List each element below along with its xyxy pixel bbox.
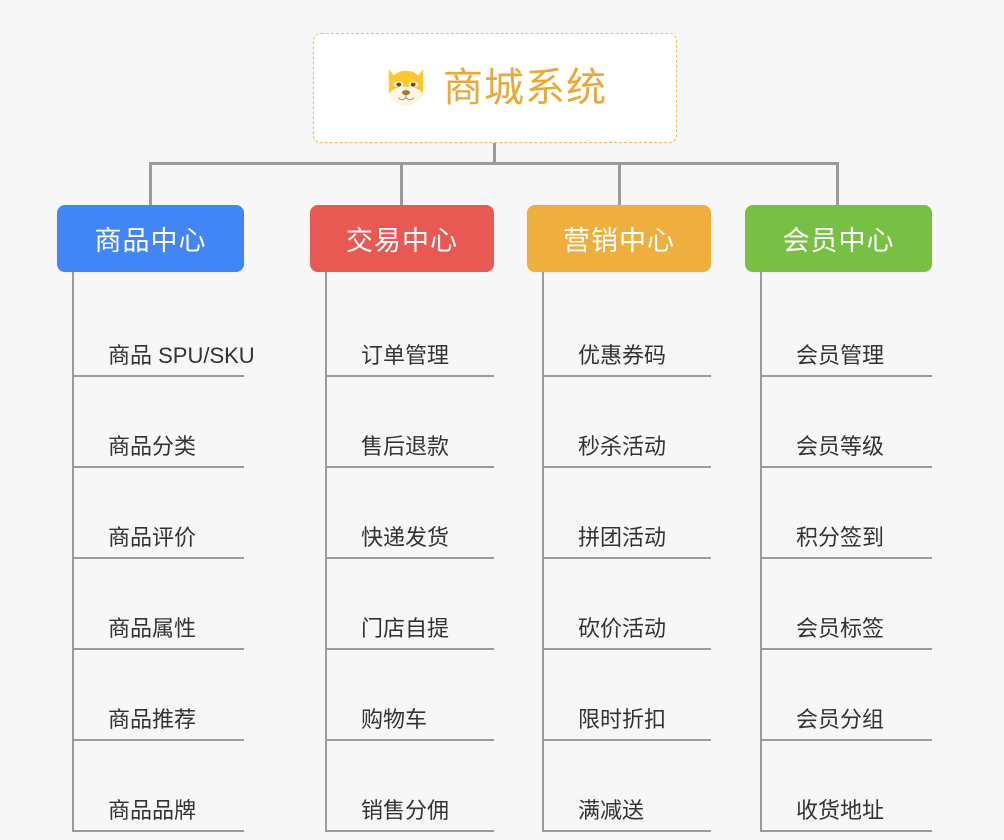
root-title: 商城系统 [443, 66, 607, 110]
list-item[interactable]: 会员分组 [762, 650, 932, 741]
leaf-label: 售后退款 [361, 434, 450, 459]
list-item[interactable]: 限时折扣 [544, 650, 711, 741]
leaf-label: 秒杀活动 [578, 434, 667, 459]
list-item[interactable]: 优惠券码 [544, 286, 711, 377]
list-item[interactable]: 会员标签 [762, 559, 932, 650]
leaf-label: 商品分类 [108, 434, 197, 459]
leaf-label: 商品品牌 [108, 798, 197, 823]
list-item[interactable]: 拼团活动 [544, 468, 711, 559]
horizontal-bus-connector [149, 162, 839, 165]
leaf-label: 商品评价 [108, 525, 197, 550]
leaf-label: 积分签到 [796, 525, 885, 550]
root-trunk-connector [493, 143, 496, 165]
leaf-label: 拼团活动 [578, 525, 667, 550]
leaf-label: 快递发货 [361, 525, 450, 550]
branch-header-product[interactable]: 商品中心 [57, 205, 244, 272]
drop-connector-1 [149, 162, 152, 206]
leaf-label: 商品属性 [108, 616, 197, 641]
leaf-label: 销售分佣 [361, 798, 450, 823]
drop-connector-2 [400, 162, 403, 206]
list-item[interactable]: 商品属性 [74, 559, 244, 650]
leaf-label: 商品 SPU/SKU [108, 343, 255, 368]
leaf-list-trade: 订单管理 售后退款 快递发货 门店自提 购物车 销售分佣 [325, 272, 494, 832]
list-item[interactable]: 商品 SPU/SKU [74, 286, 255, 377]
branch-header-trade[interactable]: 交易中心 [310, 205, 494, 272]
leaf-label: 订单管理 [361, 343, 450, 368]
list-item[interactable]: 销售分佣 [327, 741, 494, 832]
list-item[interactable]: 会员管理 [762, 286, 932, 377]
branch-column-product: 商品中心 商品 SPU/SKU 商品分类 商品评价 商品属性 商品推荐 商品品牌 [57, 205, 255, 832]
branch-header-marketing[interactable]: 营销中心 [527, 205, 711, 272]
leaf-label: 会员等级 [796, 434, 885, 459]
branch-header-label: 交易中心 [346, 226, 458, 256]
list-item[interactable]: 商品评价 [74, 468, 244, 559]
leaf-label: 会员管理 [796, 343, 885, 368]
list-item[interactable]: 砍价活动 [544, 559, 711, 650]
leaf-label: 门店自提 [361, 616, 450, 641]
leaf-label: 会员标签 [796, 616, 885, 641]
list-item[interactable]: 订单管理 [327, 286, 494, 377]
list-item[interactable]: 满减送 [544, 741, 711, 832]
drop-connector-3 [618, 162, 621, 206]
list-item[interactable]: 积分签到 [762, 468, 932, 559]
branch-column-trade: 交易中心 订单管理 售后退款 快递发货 门店自提 购物车 销售分佣 [310, 205, 494, 832]
list-item[interactable]: 秒杀活动 [544, 377, 711, 468]
leaf-label: 限时折扣 [578, 707, 667, 732]
leaf-label: 满减送 [578, 798, 645, 823]
leaf-list-marketing: 优惠券码 秒杀活动 拼团活动 砍价活动 限时折扣 满减送 [542, 272, 711, 832]
leaf-label: 收货地址 [796, 798, 885, 823]
leaf-label: 购物车 [361, 707, 428, 732]
list-item[interactable]: 快递发货 [327, 468, 494, 559]
list-item[interactable]: 收货地址 [762, 741, 932, 832]
leaf-label: 会员分组 [796, 707, 885, 732]
list-item[interactable]: 会员等级 [762, 377, 932, 468]
list-item[interactable]: 商品推荐 [74, 650, 244, 741]
leaf-label: 砍价活动 [578, 616, 667, 641]
list-item[interactable]: 商品分类 [74, 377, 244, 468]
list-item[interactable]: 售后退款 [327, 377, 494, 468]
branch-header-member[interactable]: 会员中心 [745, 205, 932, 272]
branch-header-label: 商品中心 [94, 226, 207, 256]
branch-header-label: 会员中心 [782, 226, 895, 256]
list-item[interactable]: 购物车 [327, 650, 494, 741]
drop-connector-4 [836, 162, 839, 206]
branch-header-label: 营销中心 [563, 226, 675, 256]
leaf-label: 优惠券码 [578, 343, 667, 368]
leaf-label: 商品推荐 [108, 707, 197, 732]
list-item[interactable]: 门店自提 [327, 559, 494, 650]
dog-face-icon [388, 69, 424, 106]
branch-column-member: 会员中心 会员管理 会员等级 积分签到 会员标签 会员分组 收货地址 [745, 205, 932, 832]
leaf-list-product: 商品 SPU/SKU 商品分类 商品评价 商品属性 商品推荐 商品品牌 [72, 272, 255, 832]
root-node[interactable]: 商城系统 [313, 33, 677, 143]
list-item[interactable]: 商品品牌 [74, 741, 244, 832]
leaf-list-member: 会员管理 会员等级 积分签到 会员标签 会员分组 收货地址 [760, 272, 932, 832]
branch-column-marketing: 营销中心 优惠券码 秒杀活动 拼团活动 砍价活动 限时折扣 满减送 [527, 205, 711, 832]
